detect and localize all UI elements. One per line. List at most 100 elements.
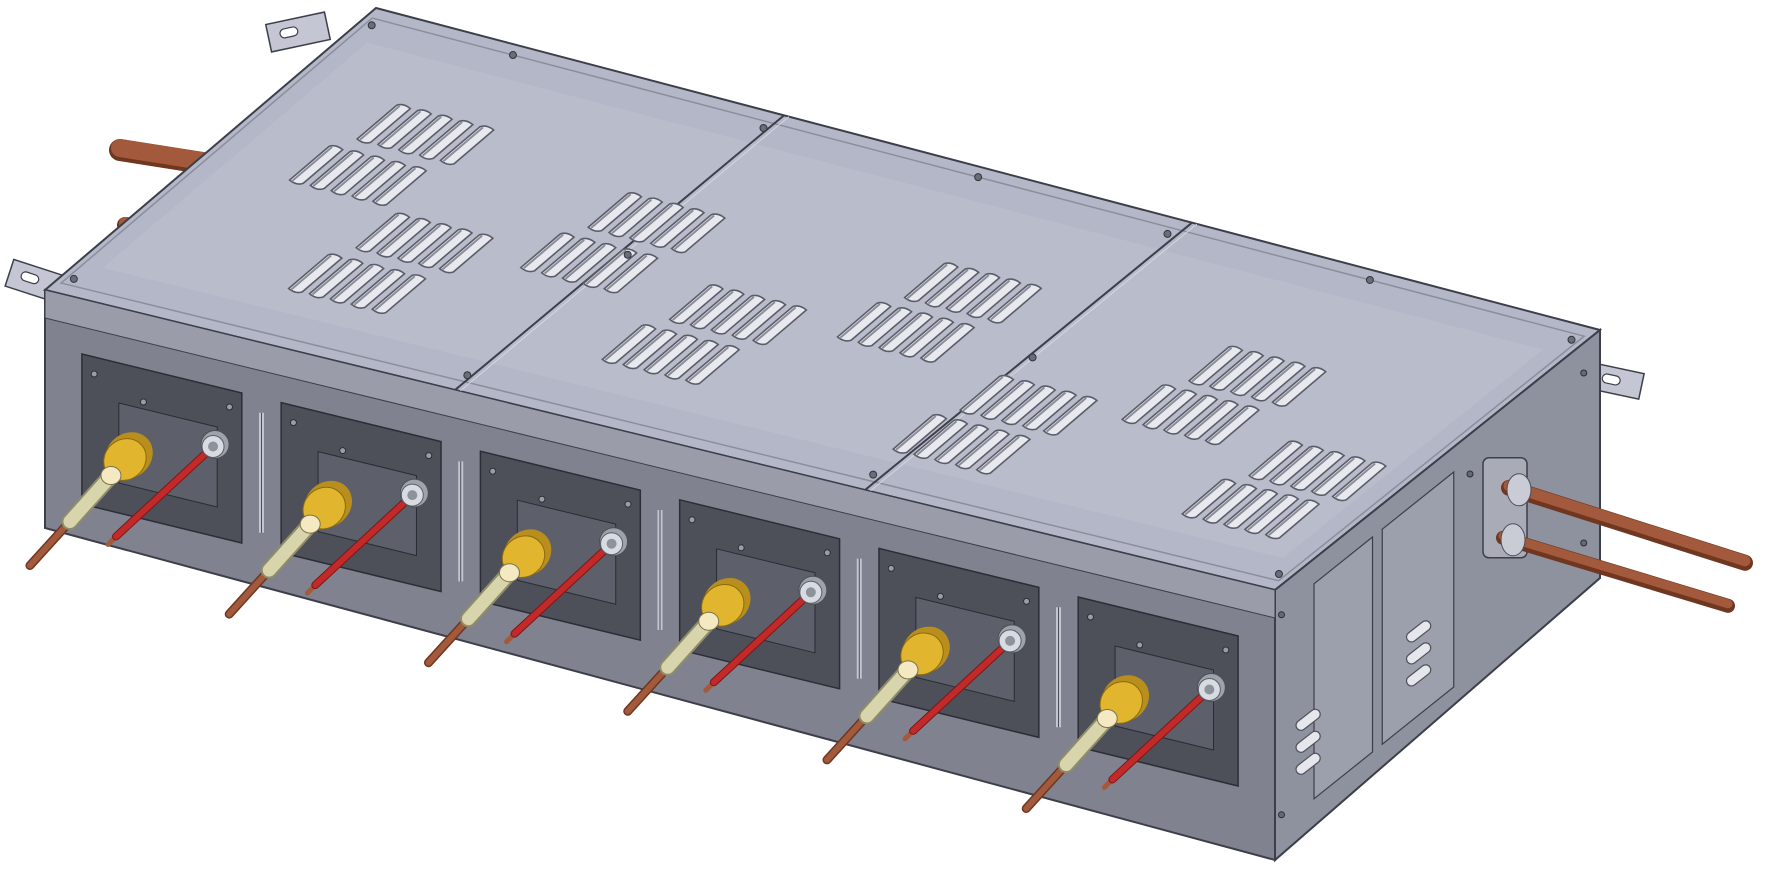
side-panel (1313, 535, 1374, 801)
vent-louver (1264, 499, 1321, 540)
vent-louver (933, 424, 990, 465)
vent-louver-shadow (421, 229, 462, 265)
vent-louver-shadow (1004, 386, 1046, 422)
pipe-insulation-red (710, 591, 812, 686)
copper-pipe (624, 664, 671, 715)
vent-louver (1120, 384, 1177, 425)
vent-louver (684, 344, 741, 385)
vent-louver-shadow (332, 265, 374, 301)
pipe-collar-ring (498, 563, 520, 583)
panel-screw (623, 250, 632, 259)
side-screw (1278, 611, 1285, 619)
vent-louver (1229, 356, 1286, 397)
vent-louver (1187, 345, 1244, 386)
vent-louver-shadow (421, 121, 463, 157)
vent-louver (751, 305, 808, 346)
vent-louver-shadow (927, 269, 969, 305)
vent-louver-shadow (1253, 362, 1295, 399)
vent-louver-shadow (400, 224, 442, 260)
vent-louver-shadow (353, 270, 395, 306)
vent-louver (354, 212, 411, 253)
side-louver (1295, 708, 1321, 731)
vent-louver (958, 374, 1015, 415)
vent-louver (370, 274, 427, 315)
pipe-insulation-red (1109, 688, 1211, 783)
vent-louver (1021, 390, 1078, 431)
vent-louver (1141, 389, 1198, 430)
vent-louver-shadow (881, 313, 923, 349)
panel-screw (1365, 275, 1374, 284)
top-panel-rim (59, 17, 1586, 582)
vent-louver (371, 166, 428, 207)
vent-louver (1268, 445, 1325, 486)
vent-louver-shadow (671, 285, 713, 321)
side-copper-pipe (1503, 480, 1751, 567)
copper-pipe (1023, 761, 1070, 812)
side-copper-pipe (1498, 531, 1733, 609)
side-louver (1295, 752, 1321, 775)
side-louver (1295, 730, 1321, 753)
side-pipe-collar (1500, 523, 1526, 557)
vent-louver-shadow (380, 110, 422, 146)
vent-louver-shadow (906, 263, 948, 299)
side-panel (1381, 470, 1455, 746)
vent-louver-shadow (374, 275, 416, 311)
bay-screw (489, 467, 497, 475)
flare-nut-hole (1005, 635, 1016, 646)
vent-louver-shadow (1045, 397, 1087, 433)
pipe-collar-ring (1096, 709, 1118, 728)
front-rim-band (44, 289, 1276, 619)
vent-louver (540, 237, 597, 278)
vent-louver (663, 339, 720, 380)
vent-louver (1222, 489, 1279, 530)
vent-louver-shadow (1233, 357, 1274, 393)
vent-louver (1042, 395, 1099, 436)
panel-seam (864, 221, 1193, 491)
vent-louver-shadow (1274, 368, 1316, 404)
vent-louver (586, 192, 643, 232)
vent-louver-shadow (755, 306, 797, 342)
vent-louver-shadow (1268, 500, 1309, 537)
vent-louver (329, 155, 386, 196)
vent-louver (418, 119, 475, 160)
vent-louver (877, 312, 934, 353)
flare-nut-hole (805, 587, 816, 598)
vent-louver (670, 213, 727, 254)
vent-louver-shadow (523, 233, 564, 270)
vent-louver-shadow (564, 244, 606, 280)
pipe-insulation-red (312, 494, 414, 589)
vent-louver-shadow (667, 341, 709, 377)
bay-screw (1023, 597, 1031, 605)
panel-screw (1567, 335, 1576, 344)
vent-louver-shadow (983, 381, 1025, 417)
bay-screw (139, 398, 147, 406)
vent-louver-shadow (653, 209, 694, 245)
bracket-slot (20, 271, 40, 285)
vent-louver (622, 329, 678, 370)
panel-screw (1274, 569, 1283, 578)
vent-louver-shadow (923, 324, 965, 360)
vent-louver-shadow (441, 234, 483, 271)
vent-louver-shadow (937, 425, 979, 461)
vent-louver (628, 202, 685, 243)
bay-screw (339, 447, 347, 455)
bay-screw (1087, 613, 1094, 621)
vent-louver-shadow (916, 420, 958, 456)
vent-louver (649, 207, 706, 248)
vent-louver (954, 429, 1011, 470)
vent-louver (439, 125, 495, 166)
bay-screw (688, 516, 696, 524)
vent-louver-shadow (990, 285, 1032, 321)
vent-louver (979, 380, 1036, 421)
vent-louver (1181, 478, 1237, 519)
panel-screw (367, 21, 376, 30)
vent-louver-shadow (354, 162, 396, 198)
side-louver (1405, 620, 1432, 643)
bay-screw (1222, 646, 1230, 654)
vent-louver-shadow (632, 204, 674, 240)
vent-louver-shadow (604, 325, 646, 361)
bay-screw (226, 403, 233, 411)
flare-nut-hole (407, 490, 418, 501)
bay-screw (936, 592, 944, 600)
vent-louver-shadow (1124, 385, 1166, 421)
